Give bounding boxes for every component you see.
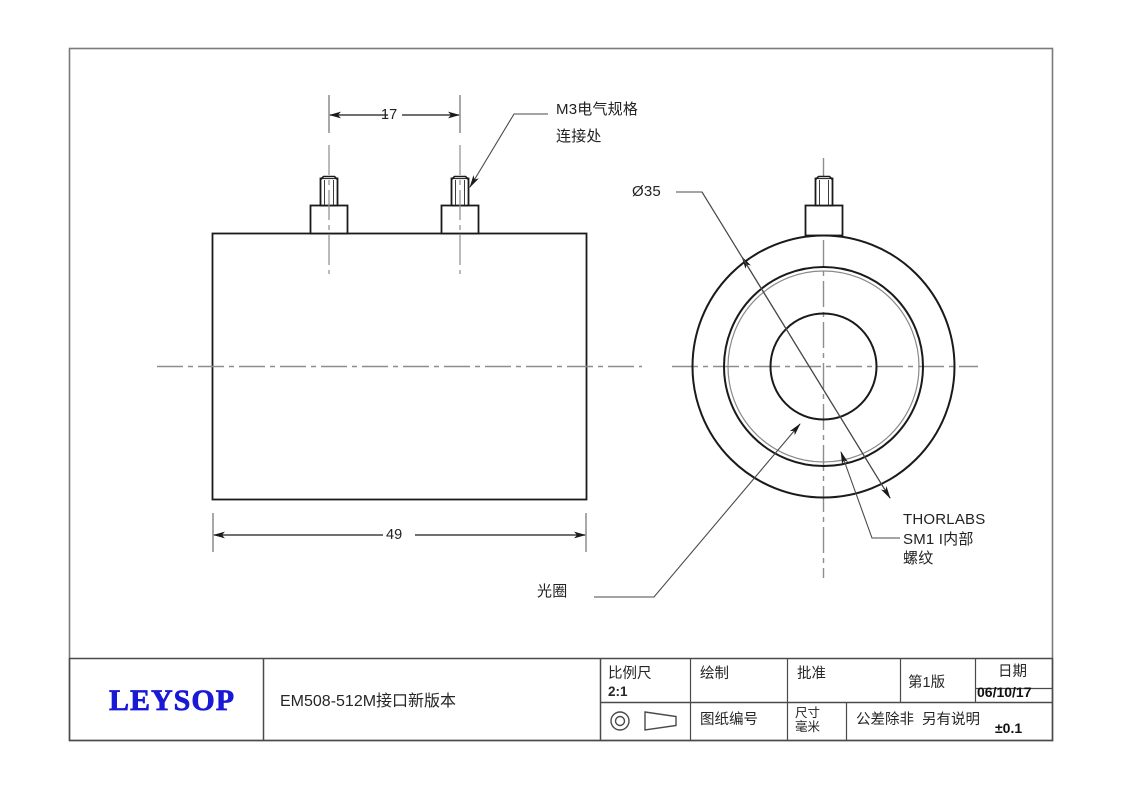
first-angle-projection-icon [610, 711, 677, 731]
connector-post-right [440, 145, 480, 274]
dimension-17 [328, 95, 461, 133]
annotation-diameter-35: Ø35 [632, 183, 661, 200]
issue-label: 第1版 [908, 675, 946, 691]
drawing-number-label: 图纸编号 [700, 712, 758, 728]
dimension-49 [212, 513, 587, 552]
part-description: EM508-512M接口新版本 [280, 693, 457, 710]
connector-post-left [309, 145, 349, 274]
units-label-line1: 尺寸 [795, 706, 821, 720]
aperture-circle [769, 312, 878, 421]
scale-label: 比例尺 [608, 666, 652, 682]
dimension-17-label: 17 [381, 107, 398, 123]
annotation-thorlabs-line3: 螺纹 [903, 550, 934, 567]
drawn-label: 绘制 [700, 666, 729, 682]
annotation-aperture: 光圈 [537, 583, 568, 600]
title-block-grid [68, 657, 1054, 742]
date-label: 日期 [998, 664, 1027, 680]
connector-post-front [804, 175, 844, 237]
leader-m3-connection [469, 113, 548, 188]
sm1-thread-minor-circle [727, 270, 920, 463]
tolerance-value: ±0.1 [995, 720, 1023, 736]
annotation-m3-line2: 连接处 [556, 128, 602, 145]
dimension-49-label: 49 [386, 527, 403, 543]
side-view [157, 95, 642, 552]
units-label-line2: 毫米 [795, 720, 821, 734]
date-value: 06/10/17 [977, 684, 1032, 700]
outer-diameter-circle [691, 234, 956, 499]
leader-sm1-thread [840, 451, 900, 539]
leader-aperture [594, 423, 801, 598]
tolerance-label: 公差除非 另有说明 [856, 712, 981, 728]
approved-label: 批准 [797, 666, 826, 682]
company-logo: LEYSOP [108, 684, 236, 718]
annotation-thorlabs-brand: THORLABS [903, 511, 986, 528]
scale-value: 2:1 [608, 684, 628, 699]
front-view [594, 158, 978, 598]
leader-diameter-35 [676, 191, 891, 499]
annotation-m3-line1: M3电气规格 [556, 101, 639, 118]
annotation-thorlabs-line2: SM1 I内部 [903, 531, 974, 548]
sm1-thread-major-circle [723, 266, 924, 467]
